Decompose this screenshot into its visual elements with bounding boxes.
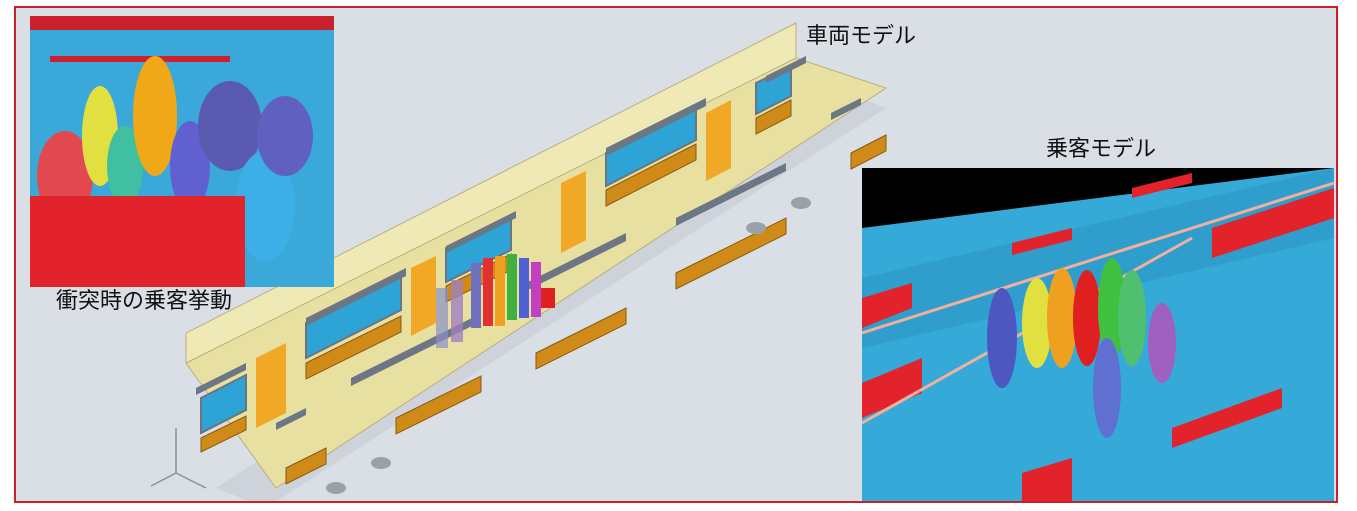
- train-car-model: [150, 22, 888, 501]
- passenger-crowd: [436, 254, 555, 348]
- axes-marker: [150, 428, 207, 489]
- car-wall: [185, 22, 797, 364]
- collision-seat: [30, 196, 245, 287]
- collision-behavior-label: 衝突時の乗客挙動: [56, 289, 233, 314]
- passenger-model-seats: [862, 173, 1334, 501]
- windows: [200, 64, 792, 435]
- doors: [256, 100, 731, 428]
- wheels: [326, 197, 811, 494]
- vehicle-model-label: 車両モデル: [806, 24, 917, 49]
- figure-frame: 車両モデル 乗客モデル 衝突時の乗客挙動: [14, 6, 1338, 503]
- collision-behavior-inset: [30, 16, 334, 287]
- passenger-model-inset: [862, 168, 1334, 501]
- passenger-figures: [987, 258, 1176, 438]
- passenger-model-label: 乗客モデル: [1046, 137, 1157, 162]
